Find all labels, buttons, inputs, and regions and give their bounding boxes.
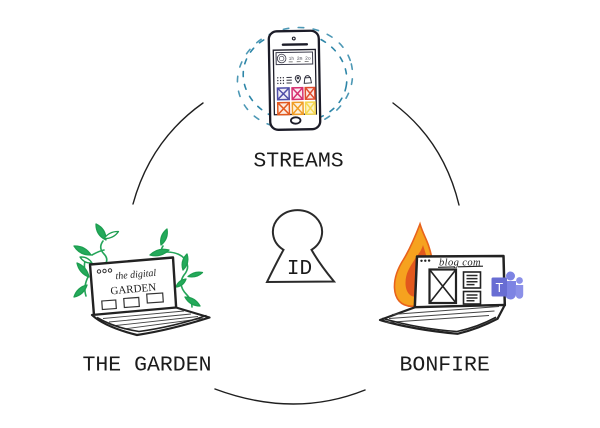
svg-text:STREAMS: STREAMS bbox=[253, 150, 343, 174]
svg-text:THE GARDEN: THE GARDEN bbox=[82, 353, 211, 377]
svg-text:BONFIRE: BONFIRE bbox=[400, 354, 490, 378]
svg-text:T: T bbox=[495, 281, 503, 295]
svg-text:1h 2m 2o: 1h 2m 2o bbox=[289, 56, 311, 62]
svg-text:ID: ID bbox=[287, 258, 312, 281]
